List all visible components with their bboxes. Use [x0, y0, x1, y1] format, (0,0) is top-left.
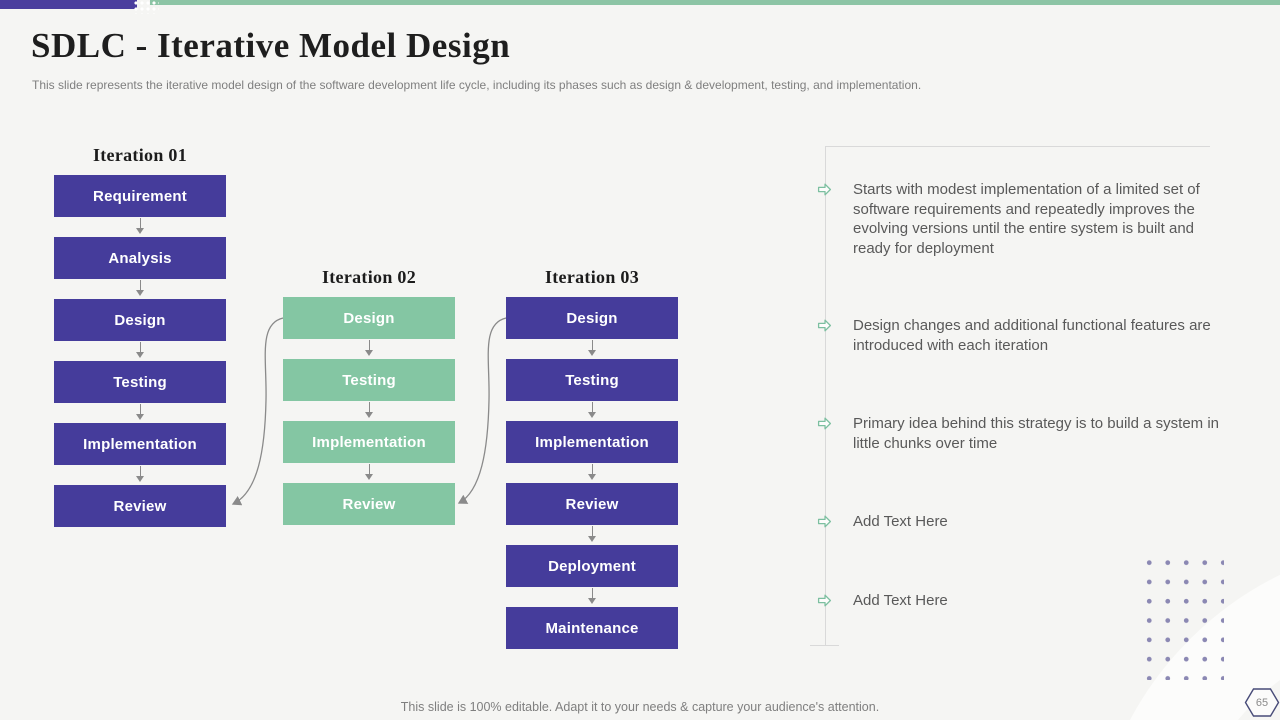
note-bullet-5: Add Text Here [817, 591, 1237, 611]
note-bullet-3: Primary idea behind this strategy is to … [817, 414, 1237, 453]
curved-arrow-icon-it02-to-it01-review [231, 317, 284, 506]
box-requirement: Requirement [54, 175, 226, 217]
arrow-bullet-icon [817, 515, 832, 528]
arrow-bullet-icon [817, 183, 832, 196]
down-arrow-icon [54, 403, 226, 423]
arrow-bullet-icon [817, 594, 832, 607]
down-arrow-icon [506, 463, 678, 483]
note-bullet-4: Add Text Here [817, 512, 1237, 532]
down-arrow-icon [283, 339, 455, 359]
down-arrow-icon [506, 587, 678, 607]
page-number: 65 [1255, 696, 1269, 709]
box-implementation: Implementation [283, 421, 455, 463]
down-arrow-icon [54, 465, 226, 485]
box-design: Design [506, 297, 678, 339]
box-maintenance: Maintenance [506, 607, 678, 649]
notes-panel-bottom-tick [810, 645, 839, 646]
curved-arrow-icon-it03-to-it02-review [457, 317, 507, 504]
footer-note: This slide is 100% editable. Adapt it to… [400, 700, 880, 714]
bar-junction-dots-decoration [133, 0, 159, 14]
note-text: Design changes and additional functional… [853, 317, 1211, 354]
iteration-02-title: Iteration 02 [321, 267, 417, 287]
box-design: Design [54, 299, 226, 341]
box-testing: Testing [506, 359, 678, 401]
note-bullet-2: Design changes and additional functional… [817, 316, 1237, 355]
iteration-03-column: Iteration 03 Design Testing Implementati… [506, 266, 678, 649]
note-text-placeholder: Add Text Here [853, 513, 948, 530]
arrow-bullet-icon [817, 417, 832, 430]
down-arrow-icon [506, 339, 678, 359]
top-bar-green [150, 0, 1280, 5]
top-bar-purple [0, 0, 137, 9]
down-arrow-icon [283, 401, 455, 421]
down-arrow-icon [506, 401, 678, 421]
dots-grid-decoration [1140, 553, 1224, 680]
page-subtitle: This slide represents the iterative mode… [32, 78, 922, 92]
page-title: SDLC - Iterative Model Design [31, 26, 511, 65]
box-analysis: Analysis [54, 237, 226, 279]
note-bullet-1: Starts with modest implementation of a l… [817, 180, 1237, 258]
iteration-02-column: Iteration 02 Design Testing Implementati… [283, 266, 455, 525]
box-design: Design [283, 297, 455, 339]
hexagon-page-badge [1244, 688, 1280, 717]
down-arrow-icon [54, 341, 226, 361]
iteration-01-column: Iteration 01 Requirement Analysis Design… [54, 144, 226, 527]
down-arrow-icon [283, 463, 455, 483]
box-testing: Testing [283, 359, 455, 401]
notes-panel-left-line [825, 146, 826, 645]
box-implementation: Implementation [506, 421, 678, 463]
iteration-03-title: Iteration 03 [544, 267, 640, 287]
note-text: Starts with modest implementation of a l… [853, 181, 1200, 257]
note-text-placeholder: Add Text Here [853, 592, 948, 609]
down-arrow-icon [506, 525, 678, 545]
note-text: Primary idea behind this strategy is to … [853, 415, 1219, 452]
notes-panel-top-line [825, 146, 1210, 147]
box-review: Review [54, 485, 226, 527]
box-review: Review [506, 483, 678, 525]
box-testing: Testing [54, 361, 226, 403]
box-deployment: Deployment [506, 545, 678, 587]
box-review: Review [283, 483, 455, 525]
arrow-bullet-icon [817, 319, 832, 332]
down-arrow-icon [54, 217, 226, 237]
iteration-01-title: Iteration 01 [92, 145, 188, 165]
box-implementation: Implementation [54, 423, 226, 465]
down-arrow-icon [54, 279, 226, 299]
